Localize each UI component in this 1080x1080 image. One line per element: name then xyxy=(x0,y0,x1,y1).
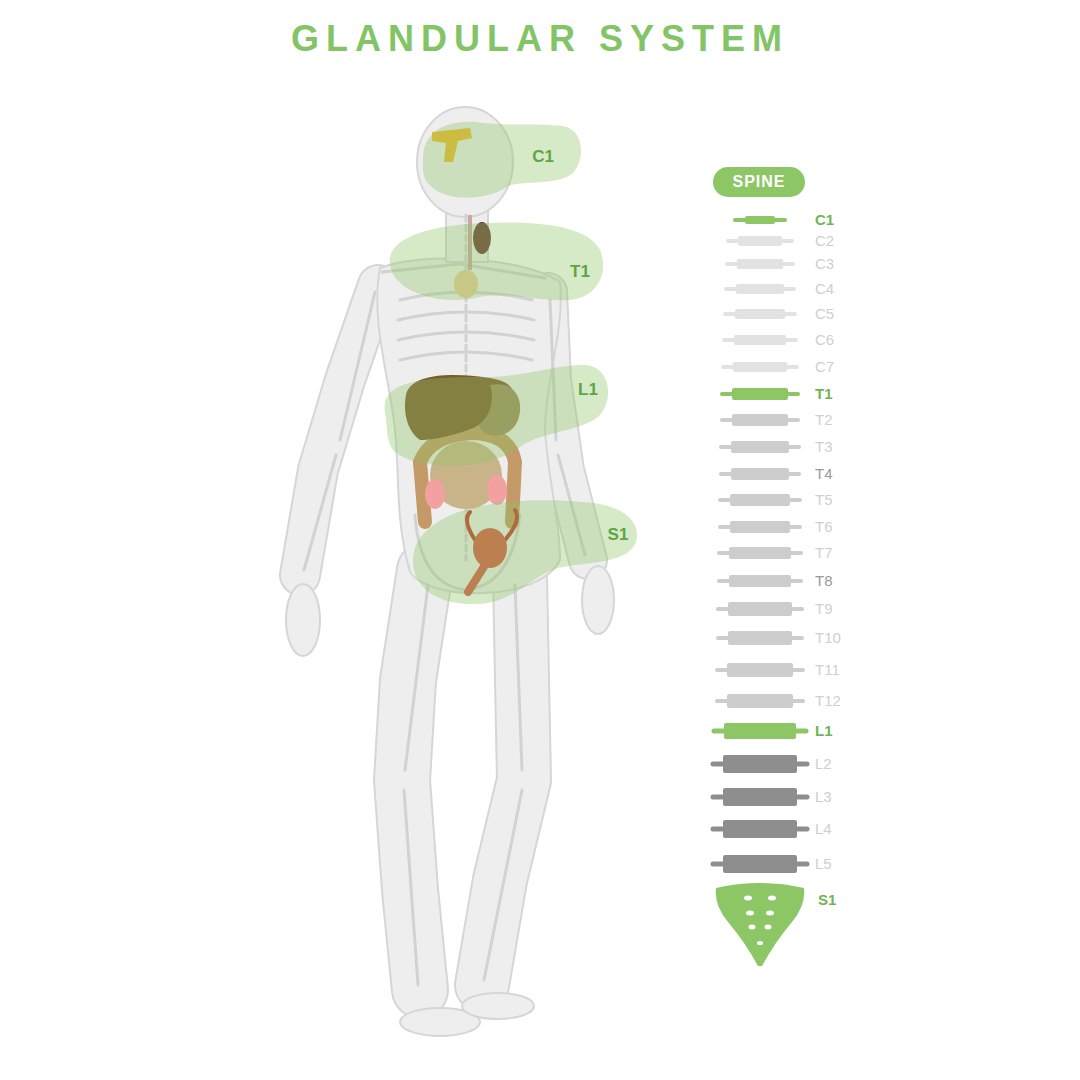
hand xyxy=(582,566,614,634)
vertebra-label: T3 xyxy=(815,438,833,456)
vertebra xyxy=(730,494,790,506)
section-pill: SPINE xyxy=(713,167,805,197)
vertebra xyxy=(723,820,797,838)
humerus xyxy=(340,292,375,440)
diagram-title: GLANDULAR SYSTEM xyxy=(0,18,1080,60)
vertebra xyxy=(723,855,797,873)
vertebra-label: T1 xyxy=(815,385,833,403)
region-label: L1 xyxy=(578,380,598,400)
vertebra-label: L3 xyxy=(815,788,832,806)
arm xyxy=(300,285,378,575)
vertebra-label: C1 xyxy=(815,211,834,229)
band-shape xyxy=(413,118,585,206)
tibia xyxy=(484,790,522,980)
foramen xyxy=(768,896,776,901)
vertebra xyxy=(723,788,797,806)
vertebra-label: C6 xyxy=(815,331,834,349)
vertebra-label: C2 xyxy=(815,232,834,250)
section-heading: SPINE xyxy=(732,172,785,192)
arm-outline xyxy=(300,285,378,575)
vertebra xyxy=(733,362,787,372)
region-label: S1 xyxy=(608,525,629,545)
vertebra xyxy=(730,521,790,533)
band-shape xyxy=(408,492,642,608)
hand xyxy=(286,584,320,656)
vertebra xyxy=(727,694,793,708)
vertebra-label: C3 xyxy=(815,255,834,273)
leg-outline xyxy=(482,575,524,985)
region-label: C1 xyxy=(532,147,554,167)
vertebrae xyxy=(713,216,807,966)
band-blob xyxy=(413,500,637,604)
femur xyxy=(515,585,522,770)
vertebra-label: T10 xyxy=(815,629,841,647)
vertebra-label: L5 xyxy=(815,855,832,873)
vertebra-label: T11 xyxy=(815,661,840,679)
vertebra xyxy=(732,388,788,400)
foramen xyxy=(749,925,756,930)
sacrum xyxy=(716,883,805,966)
vertebra-label: T4 xyxy=(815,465,833,483)
femur xyxy=(405,585,428,770)
vertebra-label: T6 xyxy=(815,518,833,536)
skeleton xyxy=(304,215,585,985)
vertebra-label: L1 xyxy=(815,722,833,740)
foramen xyxy=(757,941,763,945)
foramen xyxy=(744,896,752,901)
vertebra-label: C4 xyxy=(815,280,834,298)
band-blob xyxy=(385,365,609,466)
vertebra xyxy=(736,284,784,294)
vertebra xyxy=(728,631,792,645)
vertebra-label: C5 xyxy=(815,305,834,323)
band-blob xyxy=(390,222,604,300)
spine-region-band: C1 xyxy=(413,118,585,206)
vertebra xyxy=(731,441,789,453)
vertebra xyxy=(737,259,783,269)
tibia xyxy=(404,790,418,985)
vertebra xyxy=(745,216,775,224)
vertebra-label: L2 xyxy=(815,755,832,773)
vertebra-label: T9 xyxy=(815,600,833,618)
foramen xyxy=(766,911,774,916)
vertebra xyxy=(729,575,791,587)
band-shape xyxy=(380,362,612,474)
vertebra-label: T2 xyxy=(815,411,833,429)
vertebra-label: S1 xyxy=(818,891,836,909)
kidney xyxy=(425,479,445,509)
forearm-bone xyxy=(304,455,336,570)
vertebra-label: L4 xyxy=(815,820,832,838)
vertebra-label: T5 xyxy=(815,491,833,509)
vertebra xyxy=(732,414,788,426)
band-blob xyxy=(423,122,581,198)
vertebra xyxy=(734,335,786,345)
vertebra-label: T12 xyxy=(815,692,841,710)
vertebra xyxy=(731,468,789,480)
spine-region-band: T1 xyxy=(385,220,607,306)
spine-region-band: L1 xyxy=(380,362,612,474)
vertebra xyxy=(728,602,792,616)
region-label: T1 xyxy=(570,262,590,282)
foot xyxy=(462,993,534,1019)
foramen xyxy=(746,911,754,916)
vertebra xyxy=(727,663,793,677)
vertebra xyxy=(729,547,791,559)
vertebra-label: C7 xyxy=(815,358,834,376)
vertebra-label: T8 xyxy=(815,572,833,590)
vertebra xyxy=(735,309,785,319)
sacral-foramina xyxy=(744,896,776,946)
vertebra xyxy=(724,723,796,739)
spine-region-band: S1 xyxy=(408,492,642,608)
foramen xyxy=(765,925,772,930)
kidney xyxy=(487,475,507,505)
leg xyxy=(482,575,524,985)
vertebra-label: T7 xyxy=(815,544,833,562)
vertebra xyxy=(738,236,782,246)
vertebra xyxy=(723,755,797,773)
